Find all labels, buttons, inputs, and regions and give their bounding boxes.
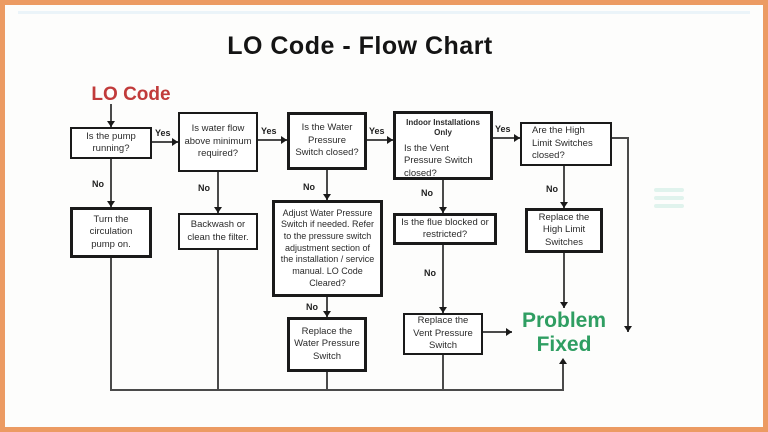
edge-pump-no [110, 159, 112, 207]
arrowhead-waterflow-no [214, 207, 222, 213]
edge-vent-yes [493, 137, 520, 139]
edge-start-to-pump [110, 104, 112, 127]
edge-label-yes: Yes [261, 126, 277, 136]
edge-label-no: No [303, 182, 315, 192]
arrowhead-adjust-no [323, 311, 331, 317]
edge-collector-to-fixed [562, 362, 564, 390]
edge-replacehls-to-fixed [563, 253, 565, 308]
arrowhead-highlimit-no [560, 202, 568, 208]
arrowhead-start-to-pump [107, 121, 115, 127]
edge-wps-no [326, 170, 328, 200]
edge-pump-yes [152, 141, 178, 143]
node-turn-pump-on: Turn the circulation pump on. [70, 207, 152, 258]
arrowhead-wps-yes [387, 136, 393, 144]
edge-waterflow-yes [258, 139, 287, 141]
edge-bottom-collector [110, 389, 564, 391]
arrowhead-pump-no [107, 201, 115, 207]
node-replace-water-pressure-switch: Replace the Water Pressure Switch [287, 317, 367, 372]
node-vent-header: Indoor Installations Only [406, 118, 480, 137]
arrowhead-collector-to-fixed [559, 358, 567, 364]
edge-replacewps-to-collector [326, 372, 328, 390]
edge-wps-yes [367, 139, 393, 141]
edge-label-no: No [421, 188, 433, 198]
edge-highlimit-yes [612, 137, 629, 139]
arrowhead-flue-no [439, 307, 447, 313]
edge-label-yes: Yes [155, 128, 171, 138]
edge-label-yes: Yes [369, 126, 385, 136]
edge-label-no: No [424, 268, 436, 278]
hamburger-watermark-icon [654, 184, 688, 214]
edge-adjust-no [326, 297, 328, 317]
edge-label-no: No [546, 184, 558, 194]
edge-label-no: No [198, 183, 210, 193]
edge-label-no: No [92, 179, 104, 189]
edge-waterflow-no [217, 172, 219, 213]
arrowhead-vent-yes [514, 134, 520, 142]
node-vent-question: Is the Vent Pressure Switch closed? [404, 143, 473, 179]
edge-turnpump-to-collector [110, 258, 112, 390]
node-replace-vent-pressure-switch: Replace the Vent Pressure Switch [403, 313, 483, 355]
node-vent-pressure-switch: Indoor Installations Only Is the Vent Pr… [393, 111, 493, 180]
page-title: LO Code - Flow Chart [227, 32, 493, 60]
arrowhead-replacevps-to-fixed [506, 328, 512, 336]
arrowhead-waterflow-yes [281, 136, 287, 144]
arrowhead-pump-yes [172, 138, 178, 146]
start-label: LO Code [91, 84, 171, 105]
edge-highlimit-no [563, 166, 565, 208]
node-backwash-filter: Backwash or clean the filter. [178, 213, 258, 250]
node-water-pressure-switch: Is the Water Pressure Switch closed? [287, 112, 367, 170]
node-adjust-water-pressure-switch: Adjust Water Pressure Switch if needed. … [272, 200, 383, 297]
node-flue-blocked: Is the flue blocked or restricted? [393, 213, 497, 245]
edge-flue-no [442, 245, 444, 313]
edge-highlimit-yes-bypass [627, 138, 629, 332]
arrowhead-replacehls-to-fixed [560, 302, 568, 308]
edge-label-yes: Yes [495, 124, 511, 134]
edge-label-no: No [306, 302, 318, 312]
arrowhead-highlimit-yes-bypass [624, 326, 632, 332]
edge-backwash-to-collector [217, 250, 219, 390]
edge-replacevps-to-collector [442, 355, 444, 390]
arrowhead-wps-no [323, 194, 331, 200]
top-divider-line [18, 11, 750, 14]
edge-vent-no [442, 180, 444, 213]
edge-replacevps-to-fixed [483, 331, 512, 333]
node-replace-high-limit-switches: Replace the High Limit Switches [525, 208, 603, 253]
node-pump-running: Is the pump running? [70, 127, 152, 159]
arrowhead-vent-no [439, 207, 447, 213]
node-water-flow: Is water flow above minimum required? [178, 112, 258, 172]
end-label: Problem Fixed [521, 309, 607, 357]
node-high-limit-switches: Are the High Limit Switches closed? [520, 122, 612, 166]
